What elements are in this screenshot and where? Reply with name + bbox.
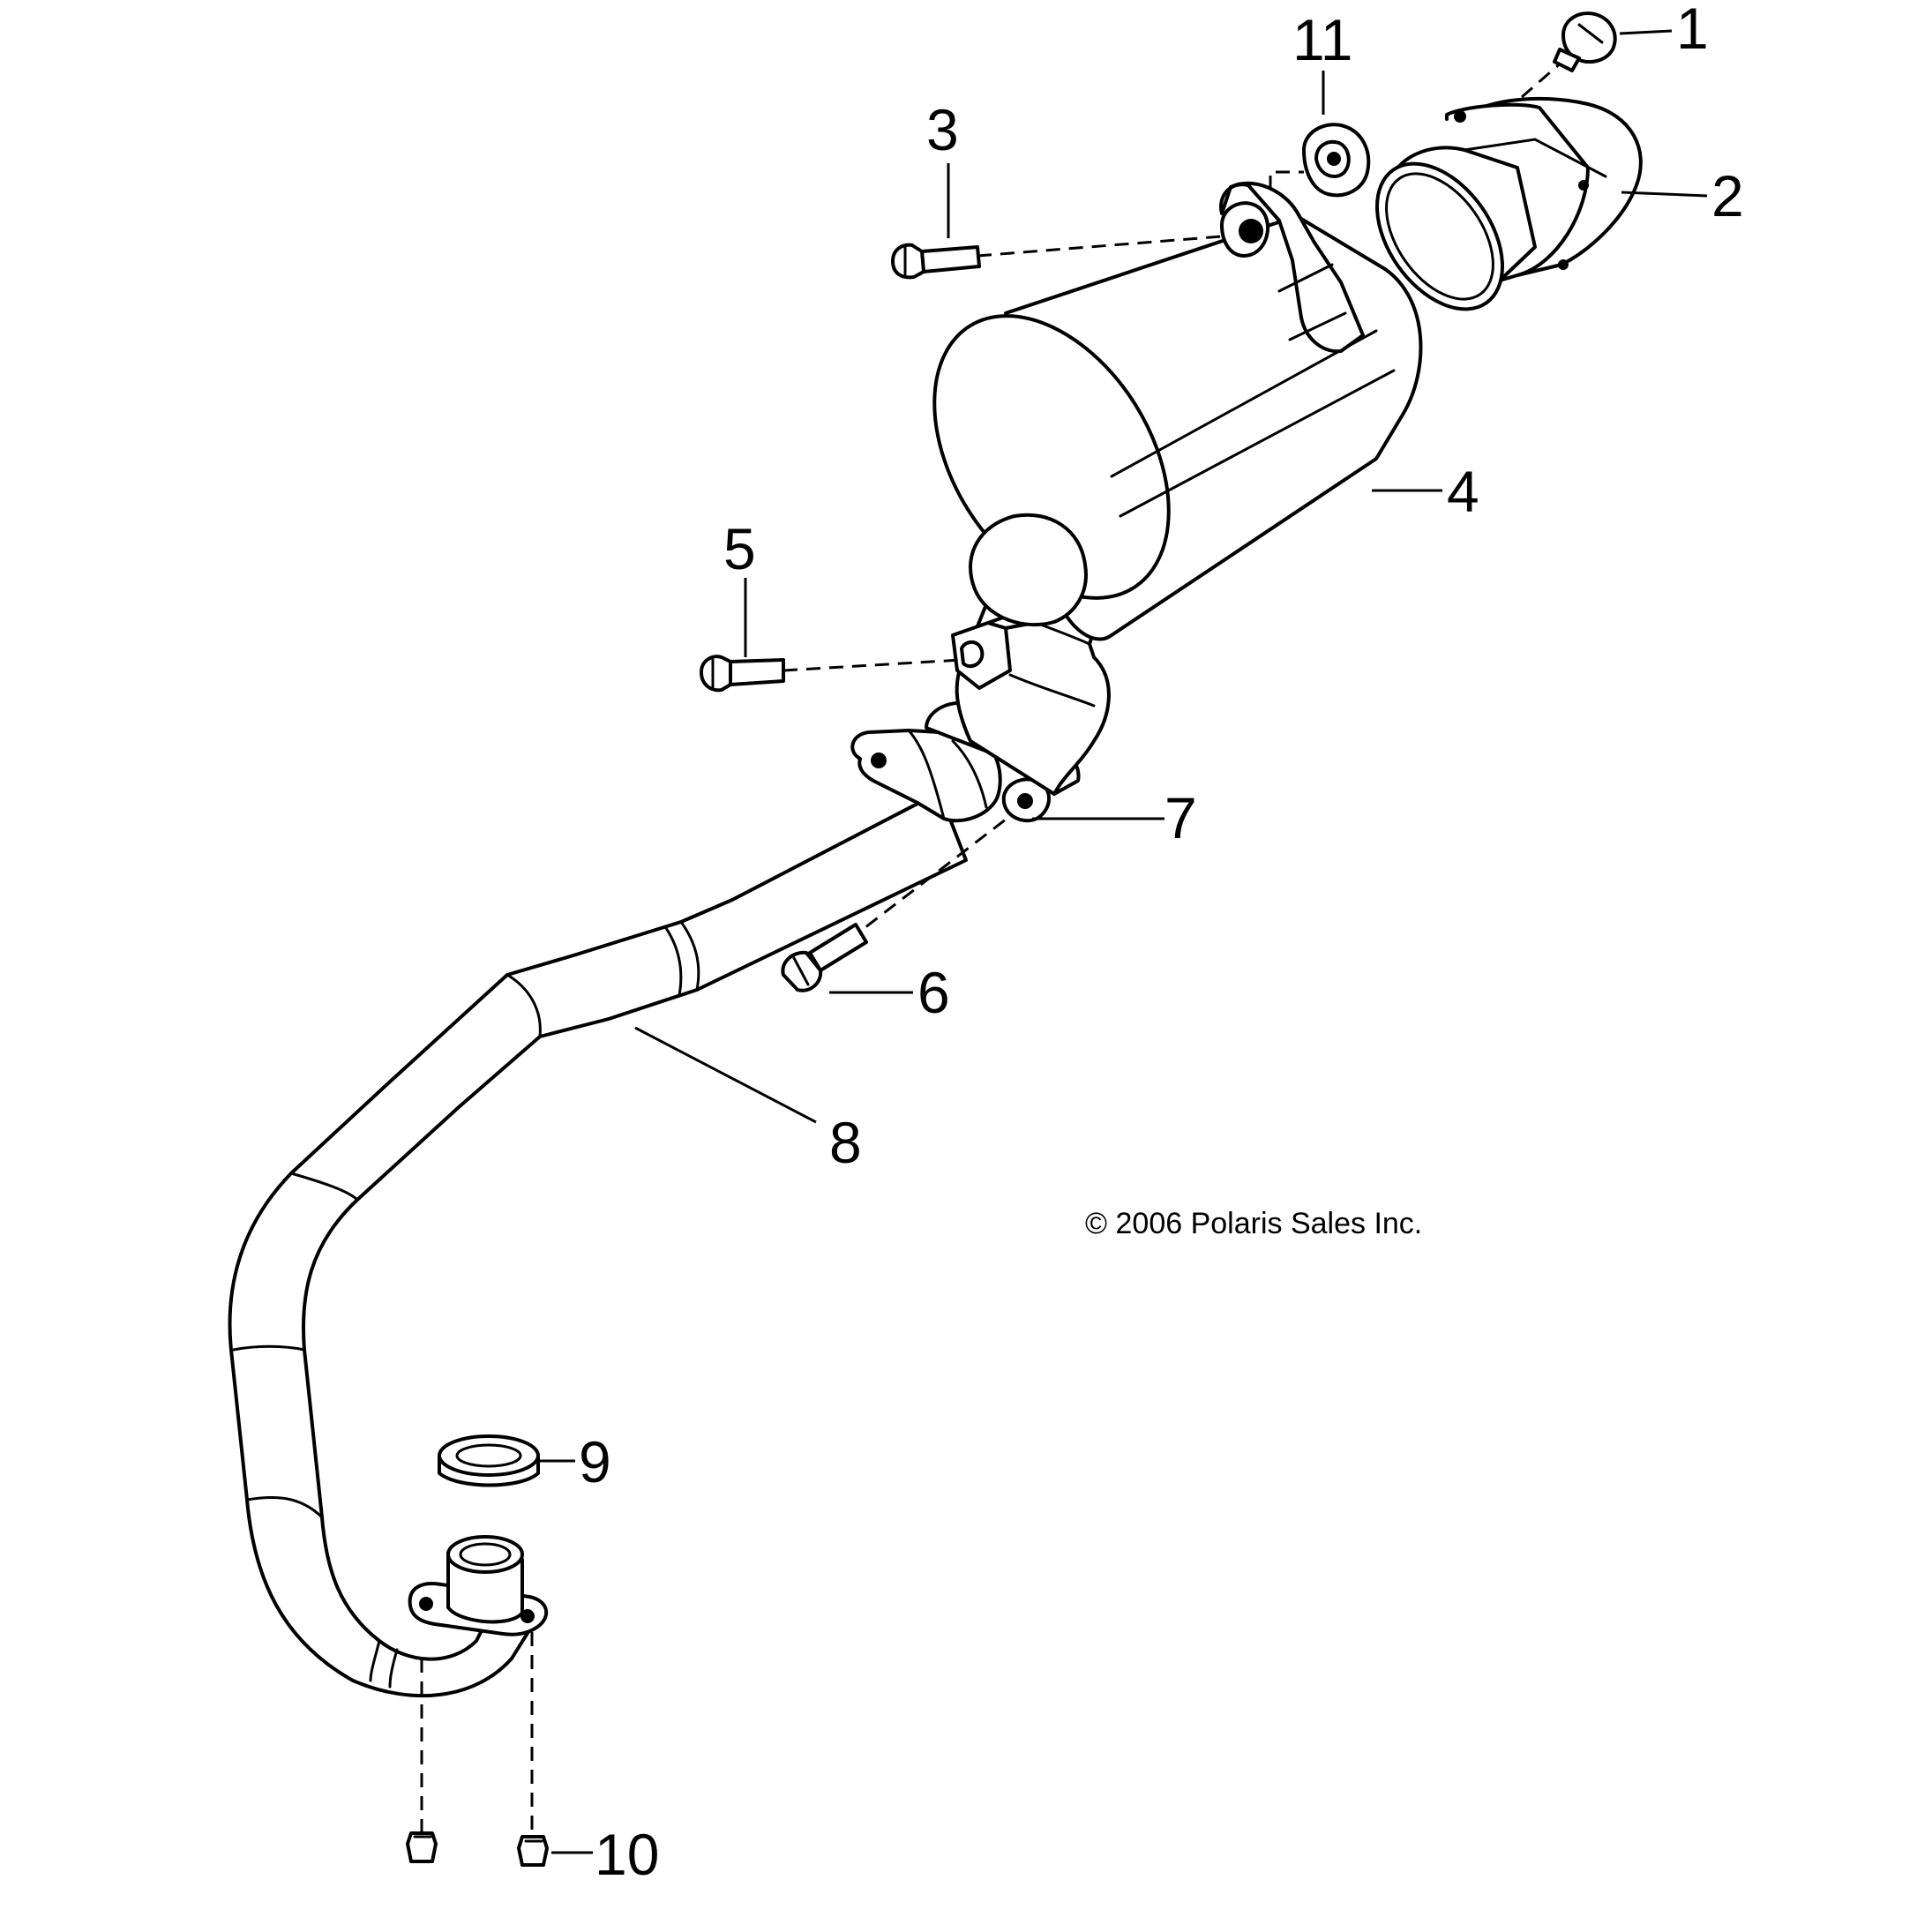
callout-9: 9 — [579, 1429, 611, 1494]
callout-6: 6 — [917, 960, 950, 1025]
head-pipe — [228, 790, 968, 1698]
bracket-bolt — [700, 655, 962, 693]
callout-5: 5 — [723, 516, 756, 581]
hanger-bolt — [891, 235, 1223, 280]
hanger-nut — [1269, 123, 1371, 198]
end-cap-screw — [1521, 11, 1617, 99]
callout-1: 1 — [1676, 0, 1709, 61]
exhaust-gasket — [438, 1434, 540, 1487]
callout-10: 10 — [595, 1822, 659, 1887]
muffler — [932, 181, 1423, 641]
callout-7: 7 — [1164, 785, 1197, 850]
callout-2: 2 — [1711, 163, 1744, 228]
copyright-notice: © 2006 Polaris Sales Inc. — [1085, 1207, 1422, 1240]
callout-3: 3 — [926, 97, 959, 162]
port-flange — [408, 1535, 549, 1636]
callout-4: 4 — [1447, 459, 1479, 524]
callout-labels: 1 2 3 4 5 6 7 8 9 10 11 — [579, 0, 1744, 1887]
callout-11: 11 — [1292, 7, 1353, 72]
spark-arrestor — [1374, 96, 1643, 311]
callout-leaders — [540, 29, 1708, 1854]
clamp-bolt — [781, 814, 1011, 992]
callout-8: 8 — [829, 1110, 862, 1175]
flange-nuts — [406, 1632, 549, 1867]
